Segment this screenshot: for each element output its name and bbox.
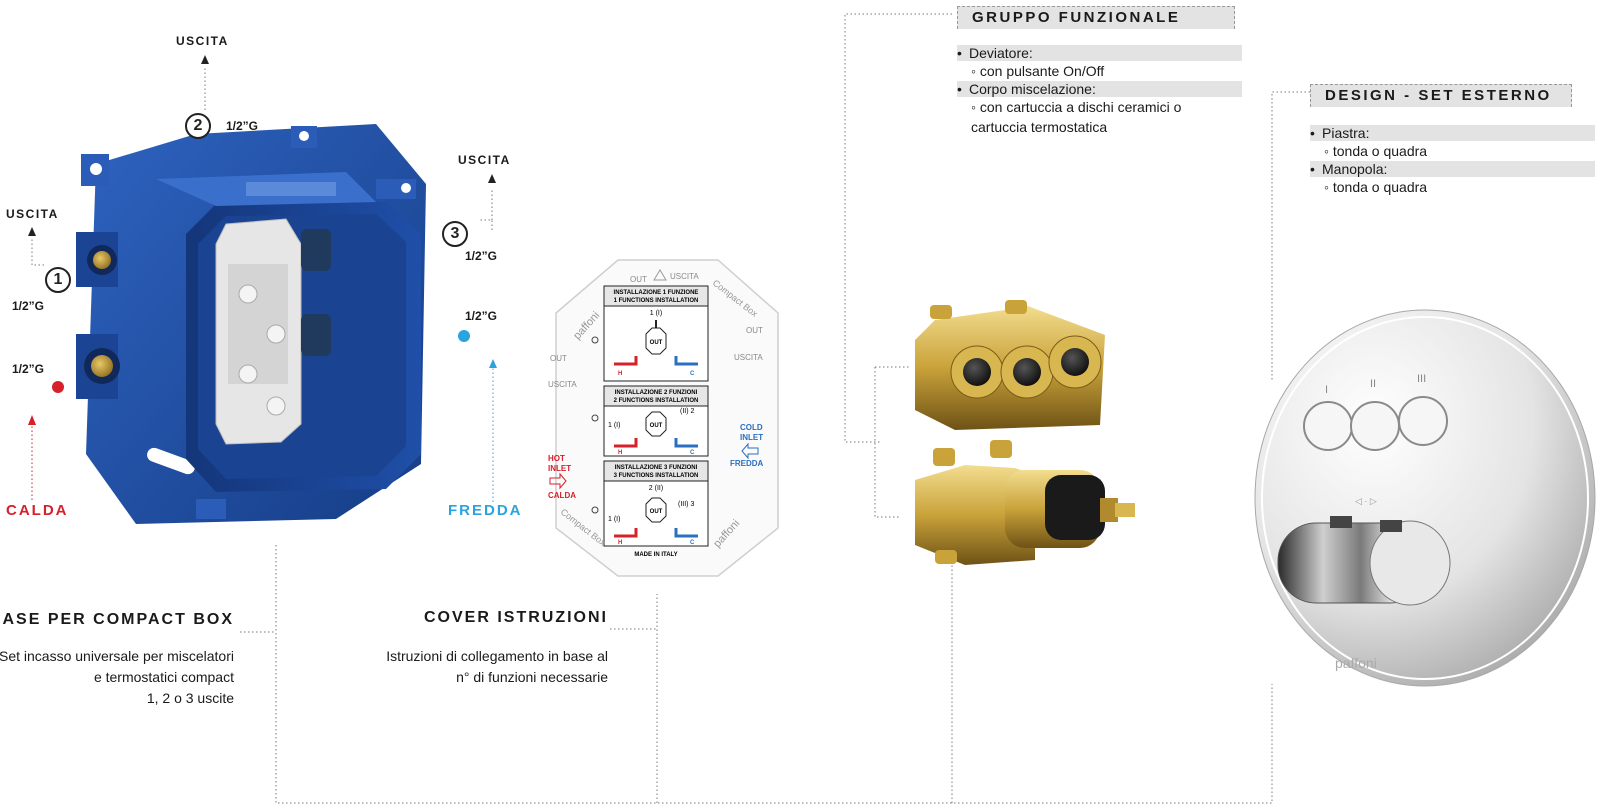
design-sub-manopola: ◦ tonda o quadra (1324, 179, 1428, 195)
panel-3-h: H (618, 540, 622, 546)
plate-label-ii: II (1370, 378, 1376, 390)
cover-cold-2: INLET (740, 433, 763, 442)
valve-bodies-illustration (915, 300, 1135, 565)
port-2-size: 1/2”G (226, 119, 259, 133)
cold-label: FREDDA (448, 502, 523, 519)
design-item-piastra: Piastra: (1310, 125, 1595, 141)
svg-text:◁ · ▷: ◁ · ▷ (1355, 496, 1377, 506)
outlet-label-right: USCITA (458, 153, 511, 167)
base-title: BASE PER COMPACT BOX (0, 611, 234, 628)
design-item-manopola: Manopola: (1310, 161, 1595, 177)
cover-hot-1: HOT (548, 454, 565, 463)
design-list: Piastra: ◦ tonda o quadra Manopola: ◦ to… (1310, 125, 1595, 197)
cover-calda: CALDA (548, 491, 576, 500)
compact-box-illustration (76, 124, 426, 524)
outlet-label-top: USCITA (176, 34, 229, 48)
plate-brand: paffoni (1335, 655, 1377, 671)
panel-1-h: H (618, 371, 622, 377)
panel-2-out: OUT (650, 423, 663, 429)
gruppo-funzionale-title: GRUPPO FUNZIONALE (957, 6, 1235, 29)
panel-2-c: C (690, 450, 695, 456)
cover-description: Istruzioni di collegamento in base al n°… (386, 648, 608, 685)
gruppo-item-deviatore: Deviatore: (957, 45, 1242, 61)
cover-cold-1: COLD (740, 423, 763, 432)
gruppo-sub-corpo-2: cartuccia termostatica (971, 119, 1108, 135)
panel-1-title-it: INSTALLAZIONE 1 FUNZIONE (614, 290, 699, 296)
panel-1-top-label: 1 (I) (650, 310, 662, 317)
port-3-number: 3 (442, 221, 468, 247)
cover-made-in: MADE IN ITALY (634, 552, 677, 558)
gruppo-sub-corpo-1: ◦ con cartuccia a dischi ceramici o (971, 99, 1182, 115)
cover-uscita-left: USCITA (548, 380, 577, 389)
cover-out-left: OUT (550, 354, 567, 363)
cover-hot-2: INLET (548, 464, 571, 473)
hot-inlet-size: 1/2”G (12, 362, 45, 376)
panel-2-right-label: (II) 2 (680, 408, 694, 415)
port-1-size: 1/2”G (12, 299, 45, 313)
cover-out-right: OUT (746, 326, 763, 335)
panel-2-title-it: INSTALLAZIONE 2 FUNZIONI (615, 390, 698, 396)
cover-title: COVER ISTRUZIONI (423, 609, 608, 626)
panel-2-left-label: 1 (I) (608, 422, 620, 429)
cover-fredda: FREDDA (730, 459, 764, 468)
hot-label: CALDA (6, 502, 69, 519)
panel-3-out: OUT (650, 509, 663, 515)
cover-uscita-right: USCITA (734, 353, 763, 362)
plate-label-i: I (1325, 384, 1328, 396)
port-1-number: 1 (45, 267, 71, 293)
panel-2-title-en: 2 FUNCTIONS INSTALLATION (614, 398, 699, 404)
design-set-esterno-title: DESIGN - SET ESTERNO (1310, 84, 1572, 107)
panel-3-left-label: 1 (I) (608, 516, 620, 523)
panel-2-h: H (618, 450, 622, 456)
gruppo-sub-deviatore: ◦ con pulsante On/Off (971, 63, 1105, 79)
port-3-size: 1/2”G (465, 249, 498, 263)
panel-1-title-en: 1 FUNCTIONS INSTALLATION (614, 298, 699, 304)
panel-3-title-en: 3 FUNCTIONS INSTALLATION (614, 473, 699, 479)
panel-3-c: C (690, 540, 695, 546)
panel-3-right-label: (III) 3 (678, 501, 694, 508)
outlet-label-left: USCITA (6, 207, 59, 221)
cold-inlet-size: 1/2”G (465, 309, 498, 323)
base-description: Set incasso universale per miscelatori e… (0, 648, 234, 706)
design-sub-piastra: ◦ tonda o quadra (1324, 143, 1428, 159)
panel-3-title-it: INSTALLAZIONE 3 FUNZIONI (615, 465, 698, 471)
cover-out-top: OUT (630, 275, 647, 284)
panel-1-c: C (690, 371, 695, 377)
chrome-plate-illustration: I II III ◁ · ▷ paffoni (1254, 309, 1596, 687)
port-2-number: 2 (185, 113, 211, 139)
gruppo-funzionale-list: Deviatore: ◦ con pulsante On/Off Corpo m… (957, 45, 1242, 137)
panel-1-out: OUT (650, 340, 663, 346)
panel-3-top-label: 2 (II) (649, 485, 663, 492)
plate-label-iii: III (1417, 373, 1426, 385)
instruction-cover-card: OUT USCITA Compact Box paffoni OUT USCIT… (548, 259, 779, 577)
cover-uscita-top: USCITA (670, 272, 699, 281)
gruppo-item-corpo: Corpo miscelazione: (957, 81, 1242, 97)
